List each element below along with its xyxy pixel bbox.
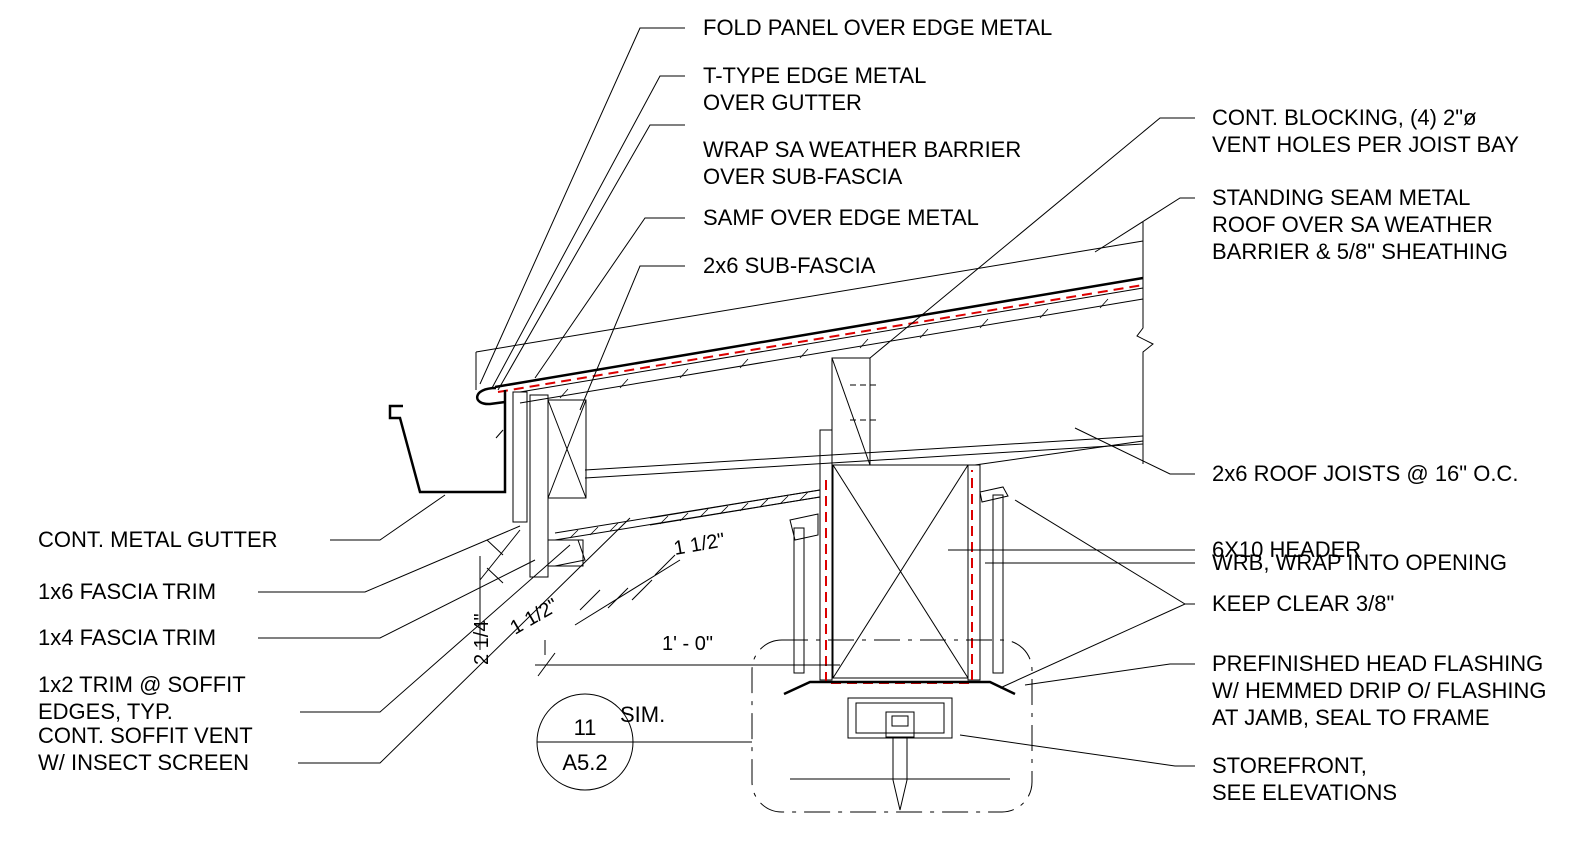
label-wrb: WRB, WRAP INTO OPENING bbox=[1212, 550, 1507, 575]
label-soffit-vent-1: CONT. SOFFIT VENT bbox=[38, 723, 253, 748]
blocking-header bbox=[751, 357, 1033, 813]
callout-sheet: A5.2 bbox=[562, 750, 607, 775]
dim-2-1-4: 2 1/4" bbox=[471, 613, 493, 665]
label-1x6-fascia-trim: 1x6 FASCIA TRIM bbox=[38, 579, 216, 604]
label-samf: SAMF OVER EDGE METAL bbox=[703, 205, 979, 230]
label-t-type-edge-metal-1: T-TYPE EDGE METAL bbox=[703, 63, 926, 88]
label-fold-panel: FOLD PANEL OVER EDGE METAL bbox=[703, 15, 1052, 40]
label-t-type-edge-metal-2: OVER GUTTER bbox=[703, 90, 862, 115]
label-roof-joists: 2x6 ROOF JOISTS @ 16" O.C. bbox=[1212, 461, 1518, 486]
label-text: FOLD PANEL OVER EDGE METAL T-TYPE EDGE M… bbox=[38, 15, 1547, 805]
eave-assembly bbox=[388, 386, 587, 578]
label-head-flashing-1: PREFINISHED HEAD FLASHING bbox=[1212, 651, 1543, 676]
leader-lines bbox=[258, 27, 1195, 767]
label-keep-clear: KEEP CLEAR 3/8" bbox=[1212, 591, 1394, 616]
label-1x2-trim-1: 1x2 TRIM @ SOFFIT bbox=[38, 672, 246, 697]
label-cont-metal-gutter: CONT. METAL GUTTER bbox=[38, 527, 278, 552]
callout-sim: SIM. bbox=[620, 702, 665, 727]
dim-1-1-2-upper: 1 1/2" bbox=[672, 529, 727, 560]
dim-1-0: 1' - 0" bbox=[662, 633, 713, 655]
section-callout: 11 A5.2 SIM. bbox=[536, 693, 665, 791]
label-standing-seam-1: STANDING SEAM METAL bbox=[1212, 185, 1470, 210]
dim-1-1-2-lower: 1 1/2" bbox=[507, 594, 563, 639]
label-head-flashing-2: W/ HEMMED DRIP O/ FLASHING bbox=[1212, 678, 1547, 703]
label-1x2-trim-2: EDGES, TYP. bbox=[38, 699, 173, 724]
label-storefront-2: SEE ELEVATIONS bbox=[1212, 780, 1397, 805]
label-1x4-fascia-trim: 1x4 FASCIA TRIM bbox=[38, 625, 216, 650]
label-2x6-sub-fascia: 2x6 SUB-FASCIA bbox=[703, 253, 876, 278]
dimension-text: 1 1/2" 1 1/2" 2 1/4" 1' - 0" bbox=[471, 529, 727, 665]
label-soffit-vent-2: W/ INSECT SCREEN bbox=[38, 750, 249, 775]
label-standing-seam-3: BARRIER & 5/8" SHEATHING bbox=[1212, 239, 1508, 264]
dimension-lines bbox=[479, 529, 840, 677]
callout-number: 11 bbox=[574, 715, 597, 740]
roof-assembly bbox=[475, 222, 1154, 541]
label-header: 6X10 HEADER bbox=[1212, 537, 1361, 562]
label-head-flashing-3: AT JAMB, SEAL TO FRAME bbox=[1212, 705, 1490, 730]
label-cont-blocking-1: CONT. BLOCKING, (4) 2"ø bbox=[1212, 105, 1477, 130]
label-standing-seam-2: ROOF OVER SA WEATHER bbox=[1212, 212, 1493, 237]
label-storefront-1: STOREFRONT, bbox=[1212, 753, 1367, 778]
label-cont-blocking-2: VENT HOLES PER JOIST BAY bbox=[1212, 132, 1519, 157]
label-wrap-sa-1: WRAP SA WEATHER BARRIER bbox=[703, 137, 1021, 162]
label-wrap-sa-2: OVER SUB-FASCIA bbox=[703, 164, 903, 189]
